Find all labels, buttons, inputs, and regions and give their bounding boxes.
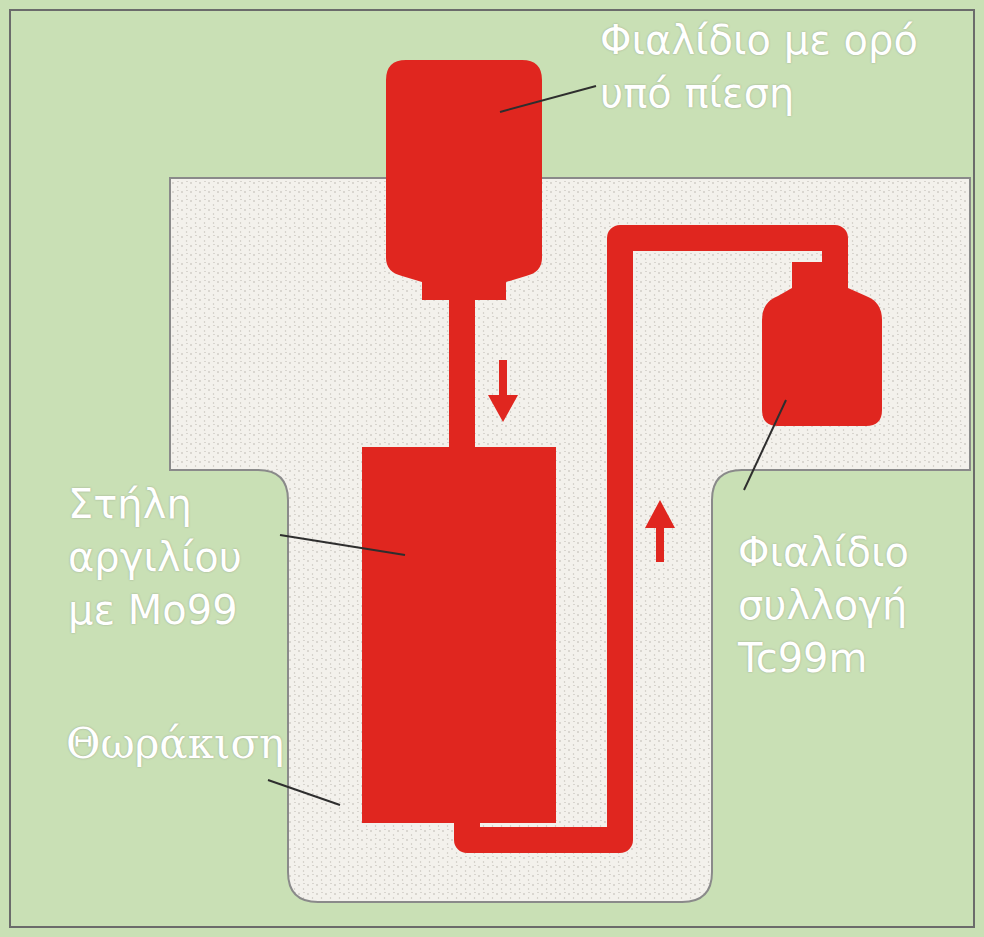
inlet-tube bbox=[449, 290, 475, 450]
alumina-column bbox=[362, 447, 556, 823]
shielding-label: Θωράκιση bbox=[66, 716, 366, 771]
collection-vial bbox=[762, 262, 882, 426]
leader-line bbox=[744, 400, 786, 490]
leader-line bbox=[500, 86, 596, 112]
leader-line bbox=[280, 535, 405, 555]
saline-bottle bbox=[386, 60, 542, 300]
frame bbox=[10, 10, 974, 927]
flow-arrow bbox=[488, 360, 518, 422]
vial-label: Φιαλίδιο συλλογή Tc99m bbox=[738, 526, 973, 684]
leader-line bbox=[268, 780, 340, 805]
bottle-label: Φιαλίδιο με ορό υπό πίεση bbox=[600, 14, 960, 120]
flow-arrow bbox=[645, 500, 675, 562]
column-label: Στήλη αργιλίου με Mo99 bbox=[68, 478, 283, 636]
